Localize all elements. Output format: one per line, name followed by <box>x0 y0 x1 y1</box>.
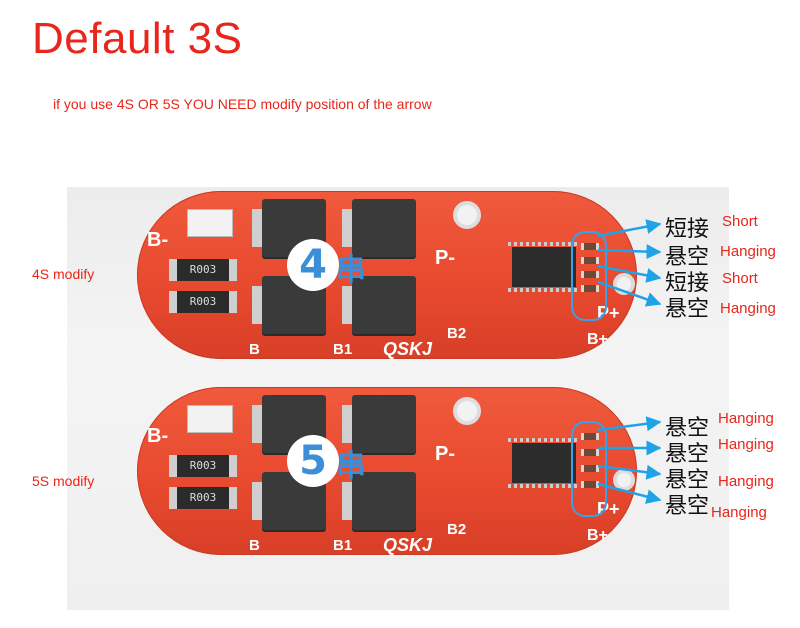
silk-b-minus: B- <box>147 425 169 447</box>
pin-cn-label: 悬空 <box>665 297 710 322</box>
silk-b2: B2 <box>447 521 467 538</box>
shunt-resistor: R003 <box>169 455 237 477</box>
silk-b-plus: B+ <box>587 331 608 348</box>
smd-resistor <box>581 285 599 292</box>
smd-resistor <box>581 257 599 264</box>
pointer-arrow <box>597 482 662 504</box>
board-4s-side-label: 4S modify <box>32 266 95 282</box>
pin-en-label: Hanging <box>718 473 774 490</box>
mosfet <box>342 276 416 334</box>
pin-en-label: Hanging <box>718 436 774 453</box>
brand-logo: QSKJ <box>383 339 433 359</box>
pcb-board-5s: B- R003 R003 5 串 P- P+ B+ B B1 B2 QSKJ <box>137 387 637 555</box>
shunt-resistor: R003 <box>169 291 237 313</box>
smd-resistor <box>581 449 599 456</box>
pointer-arrow <box>597 280 662 307</box>
highlight-ring <box>571 231 607 321</box>
mosfet <box>342 472 416 530</box>
mounting-hole <box>453 397 481 425</box>
pin-cn-label: 悬空 <box>665 468 710 493</box>
pin-cn-label: 悬空 <box>665 494 710 519</box>
silk-b-plus: B+ <box>587 527 608 544</box>
series-char: 串 <box>336 449 366 484</box>
silk-b1: B1 <box>333 537 353 554</box>
mounting-hole <box>453 201 481 229</box>
pin-en-label: Short <box>722 213 758 230</box>
silk-b: B <box>249 537 260 554</box>
corner-pad <box>187 405 233 433</box>
corner-pad <box>187 209 233 237</box>
pcb-board-4s: B- R003 R003 4 串 P- P+ B+ B B1 B2 QSKJ <box>137 191 637 359</box>
smd-resistor <box>581 465 599 472</box>
series-char: 串 <box>336 253 366 288</box>
smd-resistor <box>581 243 599 250</box>
shunt-resistor: R003 <box>169 487 237 509</box>
shunt-resistor: R003 <box>169 259 237 281</box>
page-title: Default 3S <box>32 14 243 63</box>
pin-en-label: Hanging <box>711 504 767 521</box>
protection-ic <box>508 438 580 488</box>
pointer-arrow <box>597 244 662 260</box>
pointer-arrow <box>597 416 662 432</box>
pin-cn-label: 短接 <box>665 217 710 242</box>
smd-resistor <box>581 481 599 488</box>
pin-en-label: Hanging <box>720 243 776 260</box>
silk-b-minus: B- <box>147 229 169 251</box>
brand-logo: QSKJ <box>383 535 433 555</box>
pin-cn-label: 悬空 <box>665 245 710 270</box>
mounting-hole <box>613 469 635 491</box>
smd-resistor <box>581 271 599 278</box>
silk-b1: B1 <box>333 341 353 358</box>
instruction-text: if you use 4S OR 5S YOU NEED modify posi… <box>53 96 432 112</box>
mosfet <box>342 395 416 453</box>
pin-en-label: Hanging <box>720 300 776 317</box>
pin-cn-label: 悬空 <box>665 416 710 441</box>
silk-p-minus: P- <box>435 443 455 465</box>
pin-cn-label: 短接 <box>665 271 710 296</box>
board-5s-side-label: 5S modify <box>32 473 95 489</box>
smd-resistor <box>581 433 599 440</box>
pointer-arrow <box>597 464 662 480</box>
silk-b: B <box>249 341 260 358</box>
silk-b2: B2 <box>447 325 467 342</box>
pointer-arrow <box>597 264 662 283</box>
pin-en-label: Short <box>722 270 758 287</box>
silk-p-minus: P- <box>435 247 455 269</box>
highlight-ring <box>571 421 607 517</box>
series-count-badge: 4 <box>287 239 339 291</box>
protection-ic <box>508 242 580 292</box>
pointer-arrow <box>597 219 662 238</box>
mosfet <box>342 199 416 257</box>
pin-en-label: Hanging <box>718 410 774 427</box>
series-count-badge: 5 <box>287 435 339 487</box>
pin-cn-label: 悬空 <box>665 442 710 467</box>
